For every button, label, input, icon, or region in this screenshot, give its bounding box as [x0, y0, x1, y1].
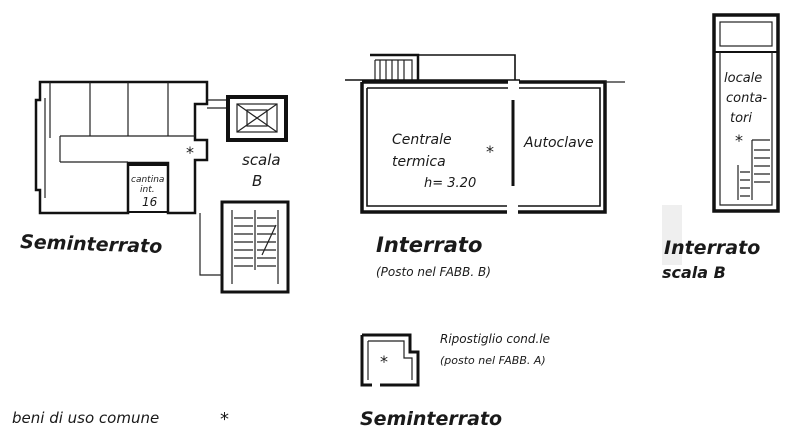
star-marker-left: *	[186, 143, 194, 162]
right-stair-treads	[737, 139, 770, 200]
cantina-label: cantina	[131, 175, 164, 185]
termica-label: termica	[392, 154, 446, 170]
ripostiglio-location-label: (posto nel FABB. A)	[440, 354, 546, 367]
contatori-label-1: conta-	[726, 91, 767, 106]
seminterrato-bottom-label: Seminterrato	[360, 408, 502, 430]
star-marker-locale: *	[735, 131, 743, 150]
stair-treads	[234, 217, 277, 267]
star-marker-ripostiglio: *	[380, 352, 388, 371]
legend-text: beni di uso comune	[12, 409, 159, 427]
locale-contatori-plan	[662, 13, 780, 265]
ripostiglio-label: Ripostiglio cond.le	[440, 332, 550, 346]
star-marker-centrale: *	[486, 142, 494, 161]
interrato-subtitle: (Posto nel FABB. B)	[376, 265, 491, 279]
legend-star-icon: *	[220, 409, 229, 430]
interrato-right-title: Interrato	[664, 237, 760, 259]
interrato-plan	[345, 53, 625, 214]
seminterrato-left-label: Seminterrato	[20, 231, 163, 258]
interrato-title: Interrato	[376, 233, 482, 257]
centrale-label: Centrale	[392, 132, 452, 148]
cantina-int-label: int.	[140, 185, 155, 195]
contatori-label-2: tori	[730, 111, 752, 126]
scala-label: scala	[242, 151, 281, 169]
scala-letter-label: B	[252, 172, 262, 190]
locale-label: locale	[724, 71, 762, 86]
centrale-height-label: h= 3.20	[424, 176, 476, 191]
ripostiglio-plan	[360, 333, 420, 387]
scala-b-right-label: scala B	[662, 263, 726, 282]
cantina-number-label: 16	[142, 195, 158, 209]
autoclave-label: Autoclave	[523, 135, 594, 151]
seminterrato-plan	[34, 80, 290, 294]
